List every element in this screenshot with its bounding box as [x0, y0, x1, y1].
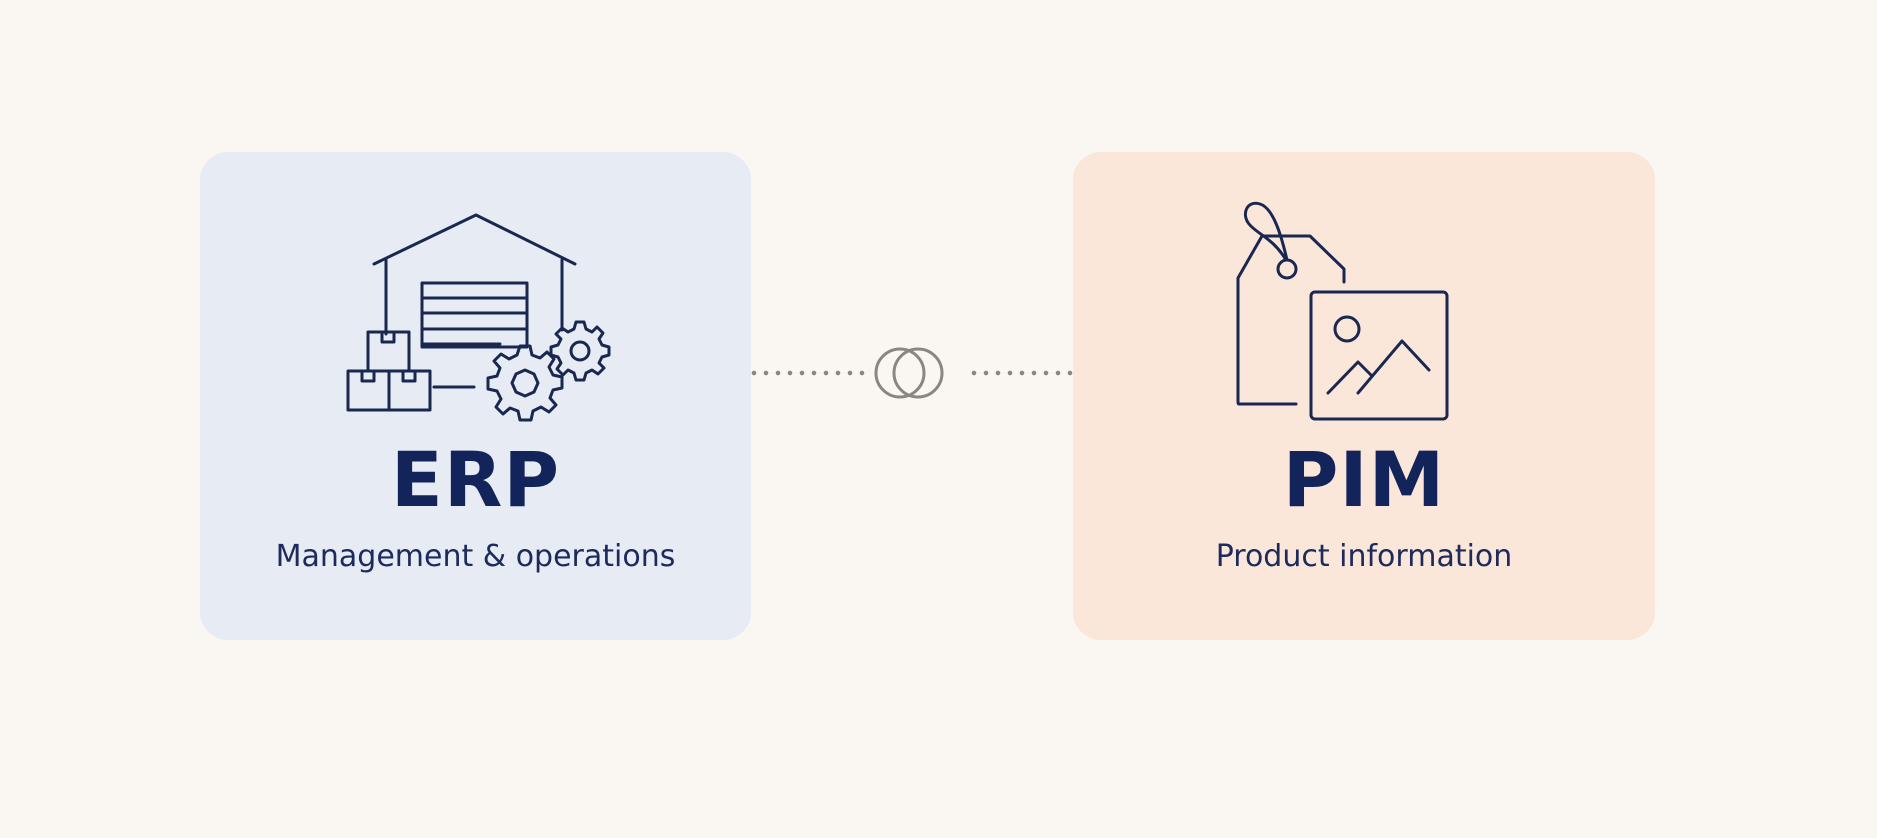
pim-subtitle: Product information	[1215, 539, 1513, 574]
pim-card: PIM Product information	[1073, 152, 1655, 640]
pim-title: PIM	[1282, 435, 1446, 524]
erp-subtitle: Management & operations	[275, 539, 676, 574]
tag-image-icon	[1236, 201, 1449, 421]
erp-card: ERP Management & operations	[200, 152, 751, 640]
linked-rings-icon	[874, 347, 944, 399]
warehouse-gears-icon	[346, 213, 611, 422]
dotted-line-left	[751, 370, 865, 376]
connector	[751, 347, 1073, 399]
erp-title: ERP	[390, 435, 561, 524]
dotted-line-right	[971, 370, 1073, 376]
